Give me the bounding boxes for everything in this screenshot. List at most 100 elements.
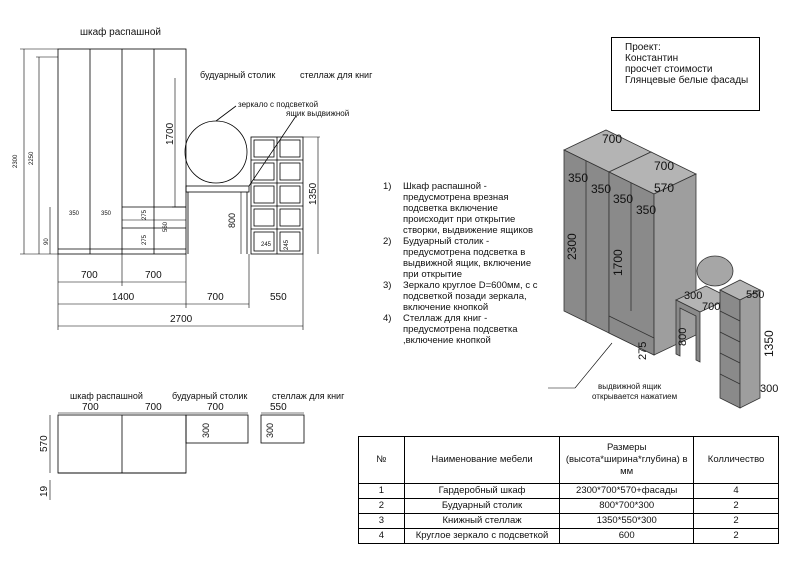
iso-dim-700-top-b: 700 <box>654 159 675 173</box>
cell-qty: 2 <box>693 513 779 529</box>
dim-245-b: 245 <box>284 239 290 250</box>
iso-drawer-note-2: открывается нажатием <box>592 392 678 401</box>
table-row: 4 Круглое зеркало с подсветкой 600 2 <box>358 528 779 544</box>
header-qty: Колличество <box>693 436 779 484</box>
header-size-line3: мм <box>620 466 634 477</box>
cell-size: 600 <box>559 528 695 544</box>
iso-dim-700-top-a: 700 <box>602 132 623 146</box>
notes-list: 1) Шкаф распашной - предусмотрена врезна… <box>383 181 543 346</box>
iso-dim-300-b: 300 <box>760 383 779 395</box>
plan-bookshelf-title: стеллаж для книг <box>272 391 345 401</box>
cell-name: Гардеробный шкаф <box>403 483 561 499</box>
project-client: Константин <box>625 53 679 64</box>
dim-2300-front: 2300 <box>13 154 19 168</box>
specification-table: № Наименование мебели Размеры (высота*ши… <box>358 436 779 544</box>
header-num: № <box>358 436 405 484</box>
cell-name: Книжный стеллаж <box>403 513 561 529</box>
dim-1350-front: 1350 <box>308 182 319 205</box>
header-size-line2: (высота*ширина*глубина) в <box>565 454 688 465</box>
cell-qty: 2 <box>693 528 779 544</box>
table-row: 1 Гардеробный шкаф 2300*700*570+фасады 4 <box>358 483 779 499</box>
iso-dim-570: 570 <box>654 181 675 195</box>
header-name: Наименование мебели <box>403 436 561 484</box>
dim-800-front: 800 <box>227 212 237 228</box>
note-text: Будуарный столик - предусмотрена подсвет… <box>403 236 532 280</box>
dim-275-b: 275 <box>142 234 148 245</box>
mirror-label: зеркало с подсветкой <box>238 100 319 109</box>
cell-size: 800*700*300 <box>559 498 695 514</box>
iso-drawer-note-1: выдвижной ящик <box>598 382 662 391</box>
iso-dim-2300: 2300 <box>565 233 579 260</box>
note-text: Шкаф распашной - предусмотрена врезная п… <box>403 181 534 236</box>
iso-dim-800: 800 <box>677 327 689 346</box>
iso-dim-275: 275 <box>637 341 649 360</box>
note-number: 2) <box>383 236 392 247</box>
vanity-tabletop <box>185 185 250 193</box>
plan-dim-300-b: 300 <box>265 422 275 438</box>
iso-dim-350-b: 350 <box>591 182 612 196</box>
iso-dim-350-a: 350 <box>568 171 589 185</box>
dim-700-c: 700 <box>207 292 224 303</box>
note-item: 1) Шкаф распашной - предусмотрена врезна… <box>383 181 543 236</box>
dim-2700: 2700 <box>170 314 193 325</box>
dim-1700-front: 1700 <box>165 122 176 145</box>
iso-dim-1700: 1700 <box>611 249 625 276</box>
plan-dim-700-c: 700 <box>207 402 224 413</box>
dim-2250-front: 2250 <box>29 151 35 165</box>
cell-num: 1 <box>358 483 405 499</box>
cell-qty: 2 <box>693 498 779 514</box>
iso-dim-1350: 1350 <box>762 330 776 357</box>
round-mirror <box>184 120 248 184</box>
dim-350-b: 350 <box>101 211 112 217</box>
plan-wardrobe-title: шкаф распашной <box>70 391 143 401</box>
note-item: 4) Стеллаж для книг - предусмотрена подс… <box>383 313 543 346</box>
plan-dim-300-a: 300 <box>201 422 211 438</box>
note-number: 4) <box>383 313 392 324</box>
note-text: Стеллаж для книг - предусмотрена подсвет… <box>403 313 518 346</box>
cell-num: 2 <box>358 498 405 514</box>
iso-dim-350-c: 350 <box>613 192 634 206</box>
cell-size: 2300*700*570+фасады <box>559 483 695 499</box>
table-row: 2 Будуарный столик 800*700*300 2 <box>358 498 779 514</box>
cell-num: 3 <box>358 513 405 529</box>
project-label: Проект: <box>625 42 661 53</box>
wardrobe-title: шкаф распашной <box>80 27 161 38</box>
dim-1400: 1400 <box>112 292 135 303</box>
header-size: Размеры (высота*ширина*глубина) в мм <box>559 436 695 484</box>
iso-dim-550: 550 <box>746 289 765 301</box>
note-number: 3) <box>383 280 392 291</box>
iso-dim-700-vanity: 700 <box>702 301 721 313</box>
plan-dim-700-a: 700 <box>82 402 99 413</box>
plan-dim-19: 19 <box>39 485 50 497</box>
table-row: 3 Книжный стеллаж 1350*550*300 2 <box>358 513 779 529</box>
iso-dim-350-d: 350 <box>636 203 657 217</box>
project-finish: Глянцевые белые фасады <box>625 75 749 86</box>
cell-name: Круглое зеркало с подсветкой <box>403 528 561 544</box>
cell-name: Будуарный столик <box>403 498 561 514</box>
note-number: 1) <box>383 181 392 192</box>
plan-view-drawing <box>49 412 305 500</box>
plan-dim-570: 570 <box>39 435 50 452</box>
isometric-drawing <box>548 129 761 409</box>
header-size-line1: Размеры <box>606 442 647 453</box>
plan-dim-700-b: 700 <box>145 402 162 413</box>
table-header-row: № Наименование мебели Размеры (высота*ши… <box>358 436 779 484</box>
note-text: Зеркало круглое D=600мм, с с подсветкой … <box>403 280 538 313</box>
vanity-title: будуарный столик <box>200 70 276 80</box>
project-purpose: просчет стоимости <box>625 64 713 75</box>
iso-dim-300-a: 300 <box>684 290 703 302</box>
dim-700-b: 700 <box>145 270 162 281</box>
dim-560-front: 560 <box>163 221 169 232</box>
dim-700-a: 700 <box>81 270 98 281</box>
note-item: 3) Зеркало круглое D=600мм, с с подсветк… <box>383 280 543 313</box>
note-item: 2) Будуарный столик - предусмотрена подс… <box>383 236 543 280</box>
plan-dim-550: 550 <box>270 402 287 413</box>
bookshelf-title: стеллаж для книг <box>300 70 373 80</box>
plan-vanity-title: будуарный столик <box>172 391 248 401</box>
cell-size: 1350*550*300 <box>559 513 695 529</box>
drawer-label: ящик выдвижной <box>286 109 350 118</box>
dim-550-front: 550 <box>270 292 287 303</box>
dim-275-a: 275 <box>142 209 148 220</box>
cell-num: 4 <box>358 528 405 544</box>
